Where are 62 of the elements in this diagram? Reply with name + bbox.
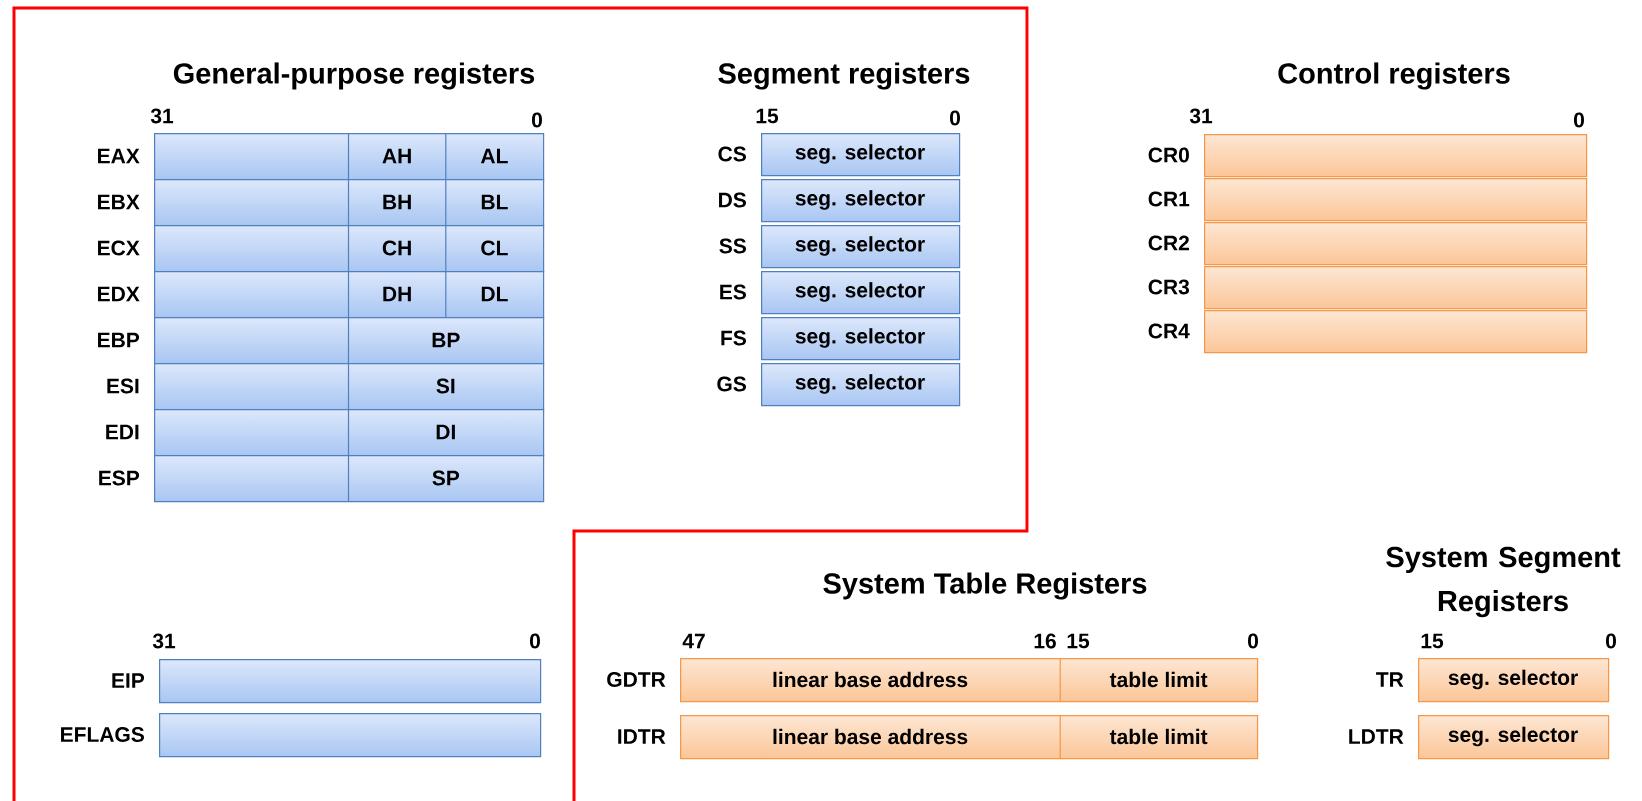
section-title: Segment registers	[718, 62, 970, 90]
bit-number: 31	[1189, 108, 1213, 124]
field-label: CL	[481, 240, 508, 256]
field-label: AL	[480, 148, 508, 164]
field-label: seg. selector	[795, 328, 925, 348]
register-name: SS	[719, 238, 746, 254]
register-name: GDTR	[607, 672, 666, 687]
section-title: System Table Registers	[823, 572, 1147, 600]
register-name: CR1	[1148, 191, 1190, 207]
register-name: EBP	[98, 332, 140, 348]
field-label: DL	[481, 286, 508, 302]
field-label: linear base address	[773, 728, 968, 745]
register-name: EIP	[112, 673, 145, 688]
field-label: AH	[382, 148, 411, 164]
field-label: table limit	[1109, 671, 1208, 688]
register-name: CR0	[1148, 147, 1189, 163]
register-name: EDI	[106, 424, 139, 440]
register-name: CR2	[1148, 235, 1189, 251]
field-label: linear base address	[773, 671, 968, 688]
field-label: BP	[432, 332, 460, 348]
section-title: Control registers	[1278, 62, 1510, 90]
register-name: CR4	[1148, 323, 1190, 339]
register-name: TR	[1376, 672, 1404, 687]
register-name: CR3	[1148, 279, 1190, 295]
register-name: CS	[718, 146, 746, 162]
field-label: BL	[481, 194, 508, 210]
field-label: DI	[436, 424, 455, 440]
field-label: DH	[383, 286, 411, 302]
register-name: EBX	[98, 194, 140, 210]
section-title: System Segment Registers	[1386, 546, 1621, 618]
bit-number: 31	[150, 108, 174, 124]
register-name: IDTR	[618, 729, 666, 744]
field-label: SP	[432, 470, 460, 486]
register-name: EAX	[98, 148, 140, 164]
register-name: FS	[721, 330, 746, 346]
field-label: table limit	[1109, 728, 1208, 745]
register-name: EFLAGS	[61, 727, 144, 742]
section-title: General-purpose registers	[173, 62, 535, 90]
bit-number: 0	[950, 110, 960, 126]
field-label: BH	[383, 194, 411, 210]
bit-number: 15	[756, 108, 779, 124]
field-label: seg. selector	[795, 282, 925, 302]
bit-number: 0	[532, 112, 542, 128]
field-label: seg. selector	[795, 374, 925, 394]
register-name: GS	[717, 376, 746, 392]
field-label: seg. selector	[795, 190, 925, 210]
register-name: EDX	[98, 286, 140, 302]
bit-number: 0	[1574, 112, 1584, 128]
field-label: seg. selector	[1448, 726, 1578, 747]
bit-number: 31	[152, 633, 176, 649]
field-label: seg. selector	[795, 144, 925, 164]
field-label: SI	[436, 378, 455, 394]
register-name: ESP	[99, 470, 140, 486]
field-label: seg. selector	[795, 236, 925, 256]
field-label: CH	[382, 240, 411, 256]
register-name: DS	[719, 192, 746, 208]
register-name: ES	[720, 284, 746, 300]
register-name: ESI	[107, 378, 139, 394]
register-name: ECX	[98, 240, 140, 256]
register-name: LDTR	[1349, 729, 1404, 744]
field-label: seg. selector	[1448, 669, 1578, 690]
bit-number: 0	[1606, 633, 1616, 649]
